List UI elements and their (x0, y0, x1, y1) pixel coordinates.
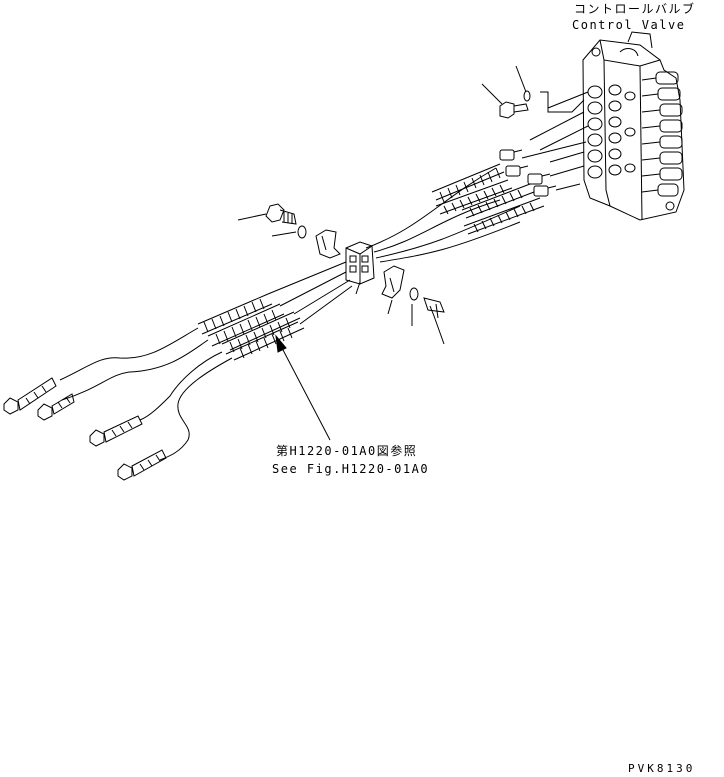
reference-leader-arrow (276, 336, 330, 440)
control-cables (60, 328, 232, 460)
reference-label-jp: 第H1220-01A0図参照 (276, 444, 418, 458)
control-valve-label-jp: コントロールバルブ (574, 2, 696, 16)
clamp-bolt-lower (424, 298, 444, 344)
cable-clamp-block (346, 242, 374, 294)
clamp-bolt-upper (238, 204, 296, 224)
reference-label-en: See Fig.H1220-01A0 (272, 462, 430, 476)
clamp-washer-lower (410, 288, 418, 326)
valve-spool-caps (642, 72, 682, 196)
valve-mount-bolt (482, 84, 528, 118)
clamp-washer-upper (272, 226, 306, 238)
control-valve-body (583, 32, 684, 220)
clamp-bracket-upper (316, 230, 340, 258)
drawing-code: PVK8130 (628, 762, 696, 775)
valve-spool-ports (588, 85, 635, 178)
lower-corrugated-boots (198, 262, 352, 360)
clamp-bracket-lower (382, 266, 404, 314)
upper-corrugated-boots (432, 150, 556, 234)
tube-lines-upper (366, 92, 588, 262)
valve-mount-washer (516, 66, 530, 101)
control-valve-label-en: Control Valve (572, 18, 686, 32)
cable-end-fittings (4, 378, 166, 480)
